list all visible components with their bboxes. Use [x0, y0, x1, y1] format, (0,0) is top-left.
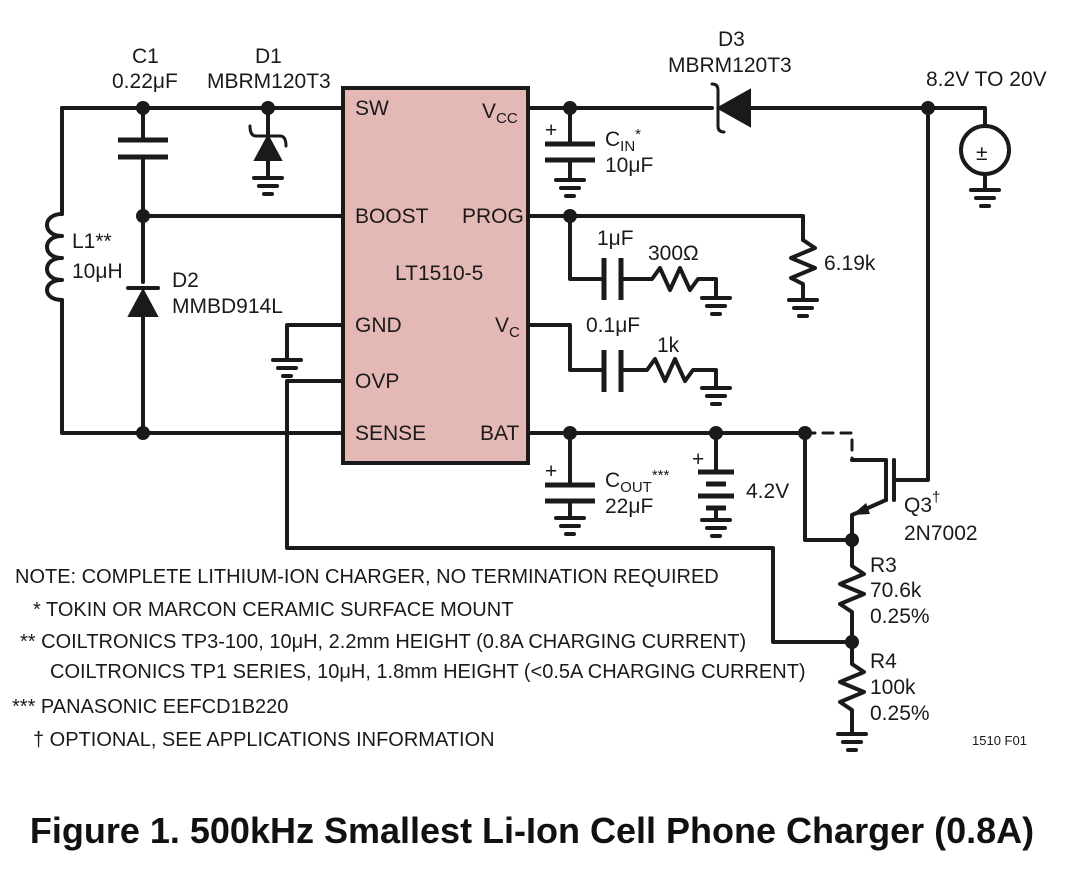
inductor-l1 [45, 212, 64, 302]
c1-ref: C1 [132, 45, 159, 68]
l1-value: 10μH [72, 260, 123, 283]
node-c1-sw [136, 101, 150, 115]
l1-ref: L1** [72, 230, 112, 253]
q3-part: 2N7002 [904, 522, 978, 545]
pin-bat: BAT [480, 422, 519, 445]
vc-network [526, 323, 732, 406]
r3-ref: R3 [870, 554, 897, 577]
figure-code: 1510 F01 [972, 733, 1027, 748]
r-prog-series-value: 300Ω [648, 242, 699, 265]
bat-network [526, 431, 888, 542]
ground-gnd-pin [271, 358, 303, 378]
mosfet-q3 [850, 458, 914, 542]
diode-d2 [126, 286, 160, 317]
pin-vcc: VCC [482, 100, 518, 127]
note-line-5: *** PANASONIC EEFCD1B220 [12, 696, 288, 718]
node-bat-q3 [798, 426, 812, 440]
node-ovp [845, 635, 859, 649]
node-supply [921, 101, 935, 115]
cout-value: 22μF [605, 495, 653, 518]
pin-sense: SENSE [355, 422, 426, 445]
cout-ref: COUT*** [605, 467, 670, 496]
source-symbol: ± [976, 142, 988, 165]
dc-source [959, 124, 1011, 176]
node-q3-source [845, 533, 859, 547]
cin-ref: CIN* [605, 126, 641, 155]
vcc-wiring [526, 106, 1001, 482]
d2-part: MMBD914L [172, 295, 283, 318]
d1-ref: D1 [255, 45, 282, 68]
node-boost [136, 209, 150, 223]
cout-plus: + [545, 460, 557, 483]
pin-prog: PROG [462, 205, 524, 228]
pin-ovp: OVP [355, 370, 399, 393]
c-vc-value: 0.1μF [586, 314, 640, 337]
r4-tol: 0.25% [870, 702, 930, 725]
c1-value: 0.22μF [112, 70, 178, 93]
pin-vc: VC [495, 314, 520, 341]
q3-ref: Q3† [904, 489, 940, 517]
r3-value: 70.6k [870, 579, 922, 602]
r-prog-value: 6.19k [824, 252, 876, 275]
pin-gnd: GND [355, 314, 402, 337]
node-prog [563, 209, 577, 223]
node-bat-batt [709, 426, 723, 440]
note-line-4: COILTRONICS TP1 SERIES, 10μH, 1.8mm HEIG… [50, 661, 806, 683]
ic-name: LT1510-5 [395, 262, 483, 285]
note-line-2: * TOKIN OR MARCON CERAMIC SURFACE MOUNT [33, 599, 513, 621]
note-line-6: † OPTIONAL, SEE APPLICATIONS INFORMATION [33, 729, 495, 751]
pin-sw: SW [355, 97, 389, 120]
diode-d3 [710, 82, 751, 134]
figure-caption: Figure 1. 500kHz Smallest Li-Ion Cell Ph… [30, 810, 1034, 851]
capacitor-cin [545, 106, 595, 198]
d3-ref: D3 [718, 28, 745, 51]
divider-r3-r4 [836, 538, 868, 752]
battery-value: 4.2V [746, 480, 789, 503]
node-bat-cout [563, 426, 577, 440]
d2-ref: D2 [172, 269, 199, 292]
capacitor-c1 [118, 137, 168, 160]
battery-plus: + [692, 448, 704, 471]
c-prog-value: 1μF [597, 227, 634, 250]
r3-tol: 0.25% [870, 605, 930, 628]
r4-value: 100k [870, 676, 916, 699]
note-line-1: NOTE: COMPLETE LITHIUM-ION CHARGER, NO T… [15, 566, 719, 588]
node-sense [136, 426, 150, 440]
prog-network [526, 214, 819, 318]
r4-ref: R4 [870, 650, 897, 673]
pin-boost: BOOST [355, 205, 429, 228]
d1-part: MBRM120T3 [207, 70, 331, 93]
cin-value: 10μF [605, 154, 653, 177]
note-line-3: ** COILTRONICS TP3-100, 10μH, 2.2mm HEIG… [20, 631, 746, 653]
r-vc-value: 1k [657, 334, 680, 357]
d3-part: MBRM120T3 [668, 54, 792, 77]
supply-label: 8.2V TO 20V [926, 68, 1047, 91]
ic-lt1510-5 [341, 86, 530, 465]
cin-plus: + [545, 119, 557, 142]
diode-d1 [248, 106, 288, 196]
